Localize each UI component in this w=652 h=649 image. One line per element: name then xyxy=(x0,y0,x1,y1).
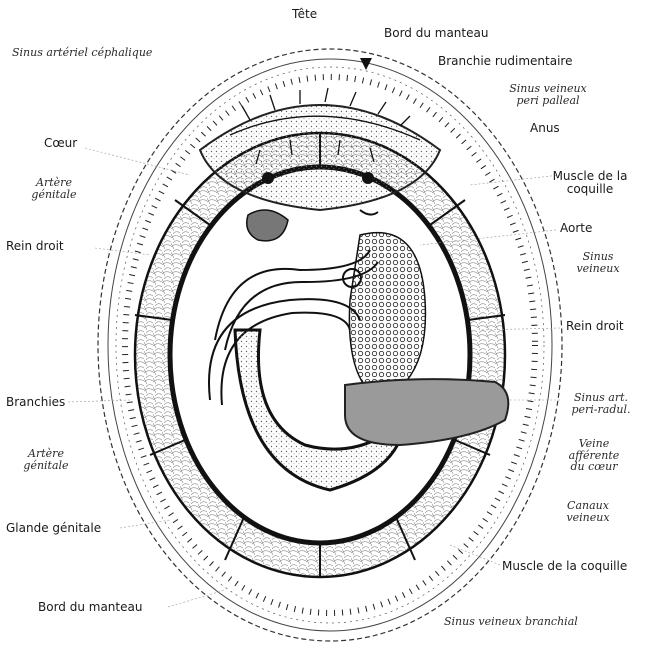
label-sinus-veineux-right: Sinus veineux xyxy=(566,251,630,274)
label-sinus-arteriel-cephalique: Sinus artériel céphalique xyxy=(12,47,152,59)
label-artere-genitale-top-line2: génitale xyxy=(12,189,96,201)
label-bord-du-manteau-top: Bord du manteau xyxy=(384,27,488,40)
label-rein-droit-left: Rein droit xyxy=(6,240,64,253)
label-muscle-coquille-top-line1: Muscle de la xyxy=(540,170,640,183)
label-branchie-rudimentaire: Branchie rudimentaire xyxy=(438,55,572,68)
label-artere-genitale-bottom: Artère génitale xyxy=(14,448,78,471)
right-eye xyxy=(362,172,374,184)
label-sinus-veineux-peri-palleal: Sinus veineux peri palleal xyxy=(468,83,628,106)
label-glande-genitale: Glande génitale xyxy=(6,522,101,535)
label-sinus-art-peri-radul-line1: Sinus art. xyxy=(560,392,642,404)
label-veine-afferente-line3: du cœur xyxy=(554,461,634,473)
label-sinus-veineux-right-line2: veineux xyxy=(566,263,630,275)
label-aorte: Aorte xyxy=(560,222,592,235)
label-artere-genitale-bottom-line2: génitale xyxy=(14,460,78,472)
label-bord-du-manteau-bottom: Bord du manteau xyxy=(38,601,142,614)
label-rein-droit-right: Rein droit xyxy=(566,320,624,333)
label-tete: Tête xyxy=(292,8,317,21)
label-canaux-veineux: Canaux veineux xyxy=(556,500,620,523)
label-artere-genitale-bottom-line1: Artère xyxy=(14,448,78,460)
label-sinus-art-peri-radul: Sinus art. peri-radul. xyxy=(560,392,642,415)
label-sinus-veineux-peri-palleal-line1: Sinus veineux xyxy=(468,83,628,95)
left-eye xyxy=(262,172,274,184)
label-artere-genitale-top: Artère génitale xyxy=(12,177,96,200)
label-veine-afferente-line1: Veine xyxy=(554,438,634,450)
label-veine-afferente-du-coeur: Veine afférente du cœur xyxy=(554,438,634,473)
label-muscle-de-la-coquille-top: Muscle de la coquille xyxy=(540,170,640,195)
label-sinus-veineux-right-line1: Sinus xyxy=(566,251,630,263)
label-muscle-coquille-top-line2: coquille xyxy=(540,183,640,196)
label-sinus-veineux-branchial: Sinus veineux branchial xyxy=(444,616,578,628)
label-canaux-veineux-line2: veineux xyxy=(556,512,620,524)
label-canaux-veineux-line1: Canaux xyxy=(556,500,620,512)
label-sinus-art-peri-radul-line2: peri-radul. xyxy=(560,404,642,416)
label-muscle-de-la-coquille-bottom: Muscle de la coquille xyxy=(502,560,627,573)
label-branchies: Branchies xyxy=(6,396,65,409)
label-coeur: Cœur xyxy=(44,137,77,150)
label-sinus-veineux-peri-palleal-line2: peri palleal xyxy=(468,95,628,107)
label-artere-genitale-top-line1: Artère xyxy=(12,177,96,189)
label-anus: Anus xyxy=(530,122,560,135)
